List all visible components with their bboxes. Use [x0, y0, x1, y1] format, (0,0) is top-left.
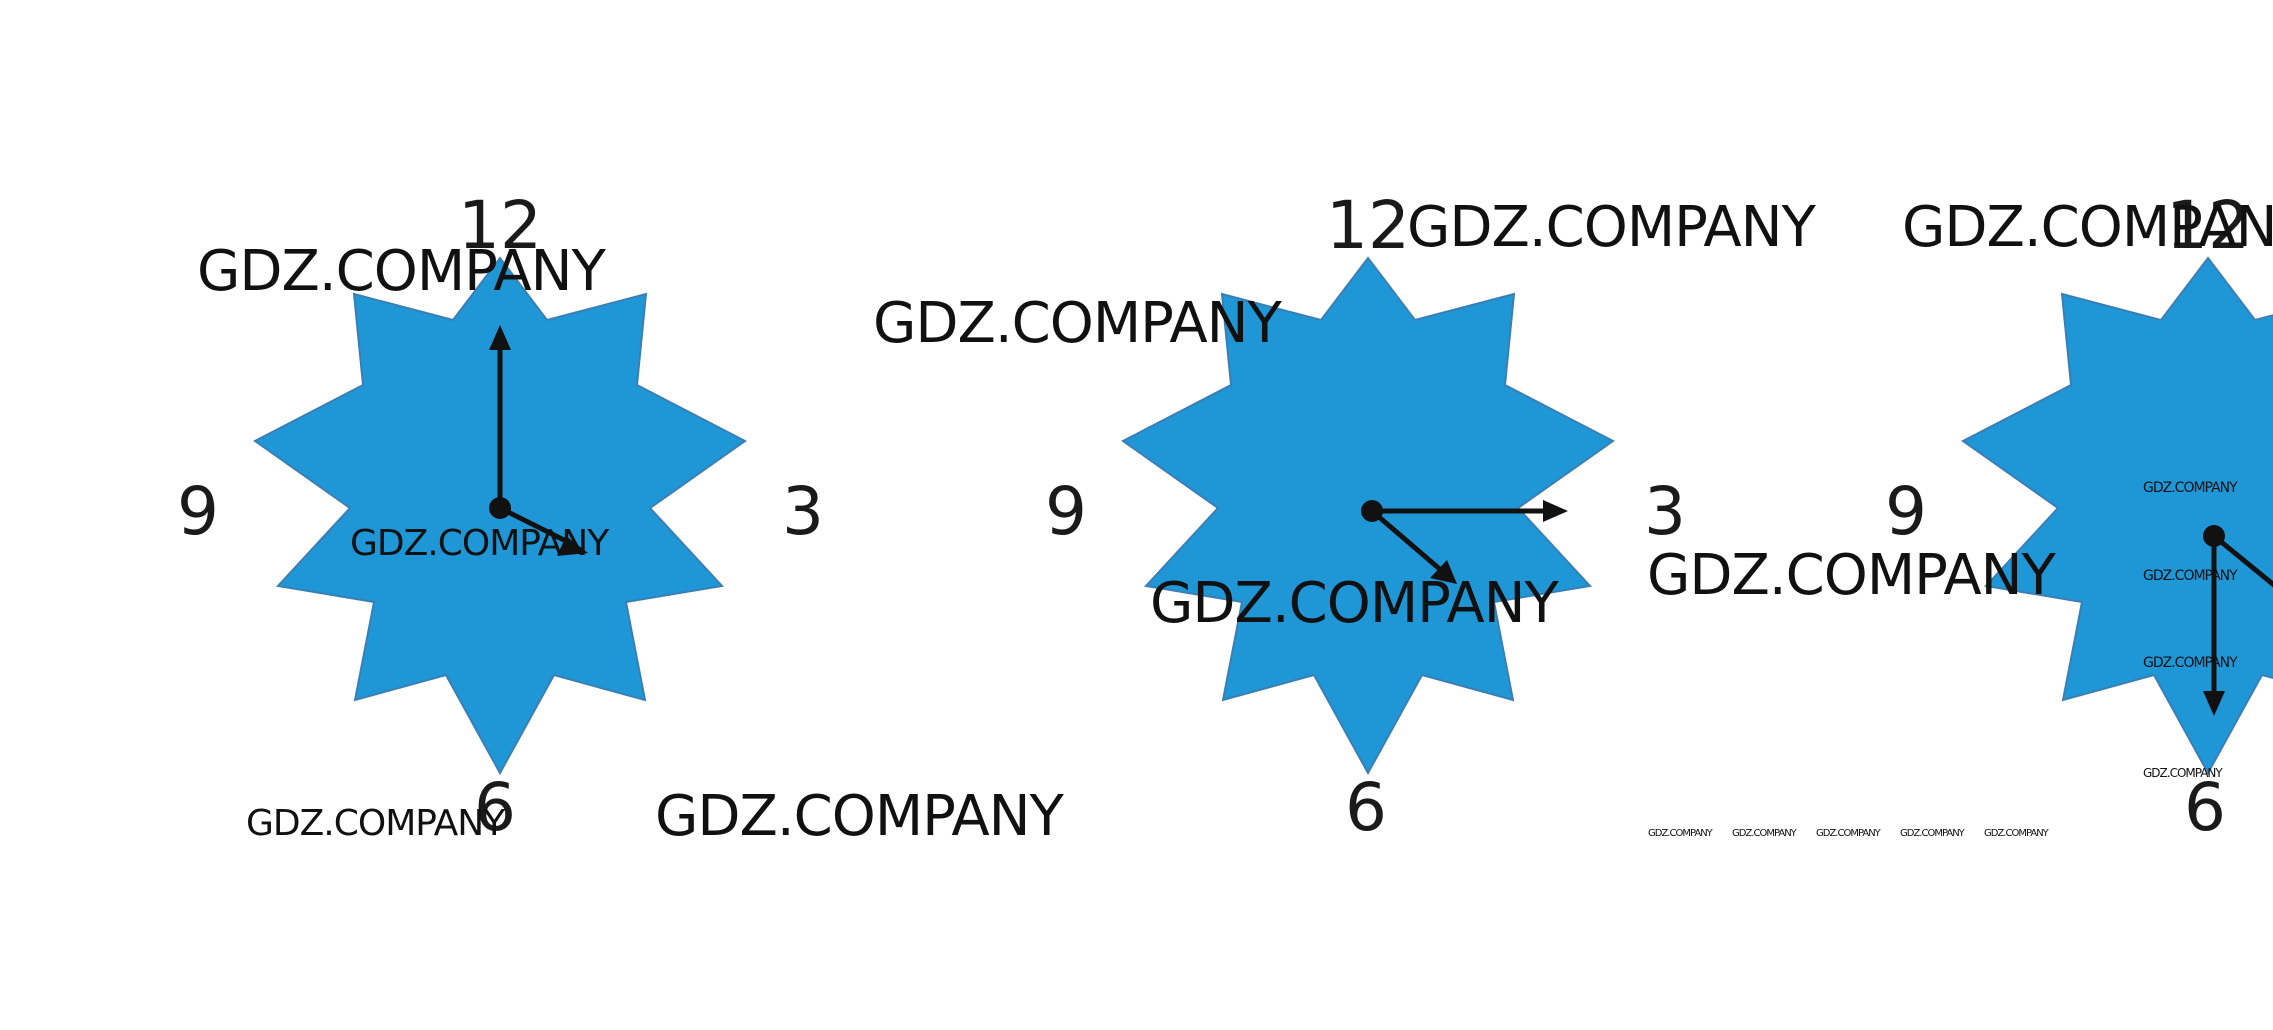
watermark: GDZ.COMPANY — [1900, 828, 1966, 839]
clock-2-minute-hand-arrow — [1543, 500, 1568, 522]
clock-3-minute-hand-arrow — [2203, 691, 2225, 716]
clock-2: 12 3 6 9 — [1045, 187, 1686, 846]
watermark: GDZ.COMPANY — [1984, 828, 2050, 839]
watermark: GDZ.COMPANY — [655, 784, 1065, 849]
clock-1-numeral-12: 12 — [458, 187, 542, 264]
clock-2-hour-hand — [1369, 508, 1445, 574]
clock-3-numeral-12: 12 — [2166, 187, 2250, 264]
clock-3-hour-hand — [2211, 533, 2273, 588]
clock-1-numeral-9: 9 — [177, 473, 219, 550]
watermark: GDZ.COMPANY — [2143, 480, 2238, 496]
clock-1-numeral-6: 6 — [474, 769, 516, 846]
clock-2-hour-hand-arrow — [1430, 560, 1457, 584]
clock-3-face — [1961, 256, 2273, 776]
clock-2-numeral-3: 3 — [1644, 473, 1686, 550]
watermark: GDZ.COMPANY — [873, 291, 1283, 356]
clock-2-numeral-6: 6 — [1345, 769, 1387, 846]
watermark: GDZ.COMPANY — [1648, 828, 1714, 839]
watermark: GDZ.COMPANY — [246, 803, 506, 844]
watermark: GDZ.COMPANY — [2143, 655, 2238, 671]
clock-1-center-pin — [489, 497, 511, 519]
watermarks: GDZ.COMPANY GDZ.COMPANY GDZ.COMPANY GDZ.… — [197, 195, 2273, 849]
clock-3-numeral-6: 6 — [2184, 769, 2226, 846]
clock-3-center-pin — [2203, 525, 2225, 547]
watermark: GDZ.COMPANY — [1150, 571, 1560, 636]
watermark: GDZ.COMPANY — [197, 239, 607, 304]
watermark: GDZ.COMPANY — [2143, 568, 2238, 584]
watermark: GDZ.COMPANY — [1816, 828, 1882, 839]
clock-2-center-pin — [1361, 500, 1383, 522]
watermark: GDZ.COMPANY — [350, 523, 610, 564]
clock-1: 12 3 6 9 — [177, 187, 824, 846]
clock-2-numeral-12: 12 — [1326, 187, 1410, 264]
clock-1-hour-hand — [497, 505, 575, 547]
watermark: GDZ.COMPANY — [2143, 766, 2223, 780]
watermark: GDZ.COMPANY — [1902, 195, 2273, 260]
clock-1-minute-hand-arrow — [489, 325, 511, 350]
watermark: GDZ.COMPANY — [1647, 543, 2057, 608]
clock-1-numeral-3: 3 — [782, 473, 824, 550]
clock-1-hour-hand-arrow — [557, 536, 588, 556]
clock-3-numeral-9: 9 — [1885, 473, 1927, 550]
clock-2-numeral-9: 9 — [1045, 473, 1087, 550]
watermark: GDZ.COMPANY — [1407, 195, 1817, 260]
clock-3: 12 3 6 9 — [1885, 187, 2273, 846]
watermark: GDZ.COMPANY — [1732, 828, 1798, 839]
